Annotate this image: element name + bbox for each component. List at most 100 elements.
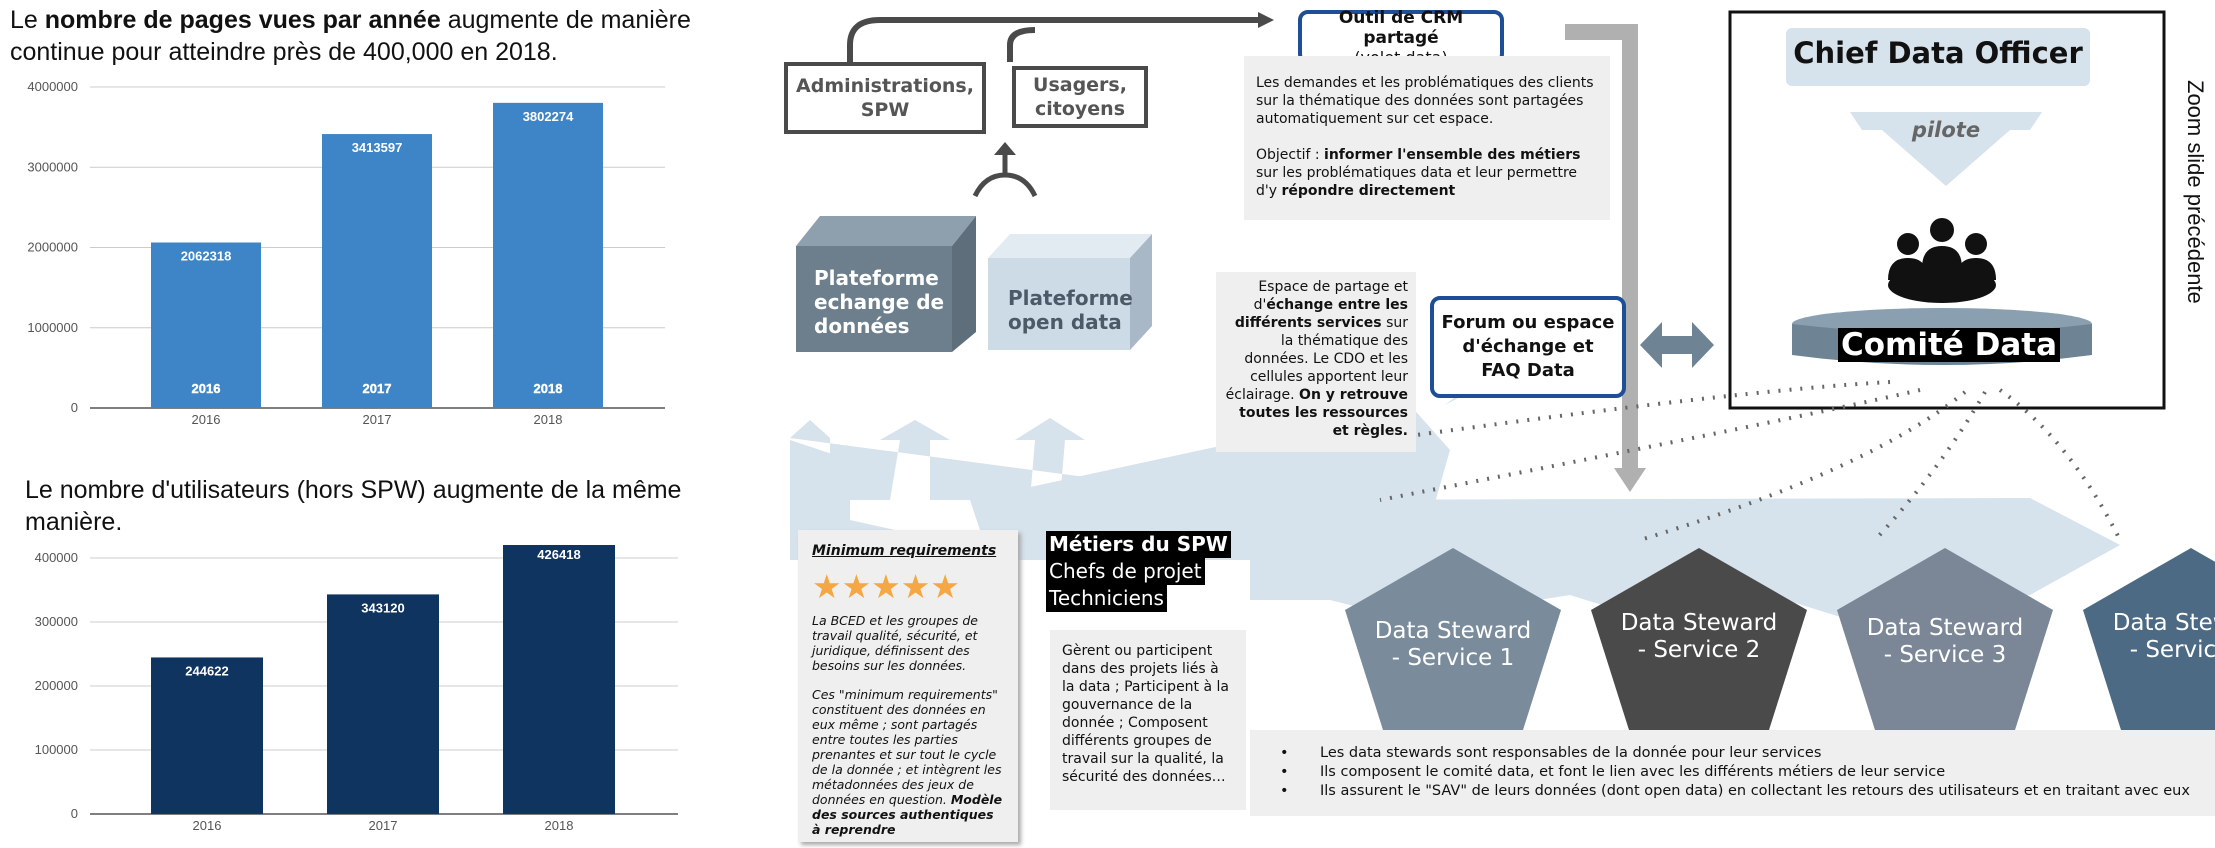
diagram-background [790, 10, 2215, 730]
bullet-item: •Ils assurent le "SAV" de leurs données … [1280, 783, 2190, 799]
crm-title: Outil de CRM partagé [1338, 7, 1464, 48]
arrow-crm-to-stewards [1565, 24, 1638, 470]
steward-pentagon [2083, 548, 2215, 730]
fork-arrow [972, 172, 1038, 198]
bullet-text-1: Les data stewards sont responsables de l… [1320, 745, 1822, 761]
crm-desc-text: Les demandes et les problématiques des c… [1256, 75, 1594, 127]
bar [151, 242, 261, 408]
comite-label: Comité Data [1838, 328, 2061, 362]
steward-pentagon [1591, 548, 1807, 730]
bar-value-label: 343120 [361, 600, 404, 615]
title-suffix: augmente de manière continue pour attein… [10, 6, 691, 66]
bullet-item: •Les data stewards sont responsables de … [1280, 745, 1822, 761]
bullet-item: •Ils composent le comité data, et font l… [1280, 764, 1946, 780]
forum-desc-bold1: échange entre les différents services [1234, 297, 1408, 331]
pageviews-bar-chart: 0 1000000 2000000 3000000 4000000 2062318 2016… [27, 79, 665, 427]
bar-value-label: 3802274 [523, 109, 574, 124]
x-tick-label: 2016 [193, 818, 222, 833]
y-tick-label: 1000000 [27, 320, 78, 335]
minreq-p2-text: Ces "minimum requirements" constituent d… [812, 687, 1002, 807]
steward-pentagon [1345, 548, 1561, 730]
metiers-line1: Métiers du SPW [1046, 531, 1231, 558]
fork-arrow-head [994, 142, 1016, 155]
bar-inner-label: 2016 [192, 381, 221, 396]
x-tick-label: 2018 [534, 412, 563, 427]
pilote-arrow [1850, 112, 2042, 186]
y-tick-label: 0 [71, 400, 78, 415]
steward-pentagons [1345, 548, 2215, 730]
x-tick-label: 2017 [369, 818, 398, 833]
minreq-card: Minimum requirements ★★★★★ La BCED et le… [798, 530, 1018, 842]
metiers-line2: Chefs de projet [1046, 558, 1205, 585]
forum-desc-bold2: On y retrouve toutes les ressources et r… [1239, 387, 1408, 439]
arrow-usagers [1007, 27, 1036, 62]
forum-desc-mid: sur la thématique des données. Le CDO et… [1225, 315, 1408, 403]
plateforme-echange-label: Plateforme echange de données [814, 266, 945, 338]
forum-desc-prefix: Espace de partage et d' [1253, 279, 1408, 313]
bar [493, 102, 603, 409]
forum-description: Espace de partage et d'échange entre les… [1216, 272, 1416, 452]
y-tick-label: 3000000 [27, 159, 78, 174]
bar [327, 594, 439, 814]
meeting-icon [1888, 218, 1996, 303]
steward-label-3: Data Steward - Service 3 [1866, 615, 2024, 668]
cdo-frame [1728, 10, 2166, 410]
bar-inner-label: 2017 [363, 381, 392, 396]
obj-prefix: Objectif : [1256, 147, 1325, 163]
y-tick-label: 0 [71, 806, 78, 821]
bar-value-label: 3413597 [352, 140, 403, 155]
steward-label-2: Data Steward - Service 2 [1620, 610, 1778, 663]
y-tick-label: 100000 [35, 742, 78, 757]
forum-box: Forum ou espace d'échange et FAQ Data [1430, 296, 1626, 398]
y-tick-label: 400000 [35, 550, 78, 565]
crm-objectif: Objectif : informer l'ensemble des métie… [1256, 146, 1598, 200]
rating-stars-icon: ★★★★★ [812, 567, 960, 606]
x-tick-label: 2018 [545, 818, 574, 833]
charts-panel: Le nombre de pages vues par année augmen… [0, 0, 790, 848]
crm-description: Les demandes et les problématiques des c… [1244, 56, 1610, 220]
y-tick-label: 300000 [35, 614, 78, 629]
title-prefix: Le [10, 6, 45, 34]
bar-value-label: 244622 [185, 663, 228, 678]
cube-echange [796, 216, 976, 352]
obj-bold2: répondre directement [1281, 183, 1456, 199]
y-tick-label: 4000000 [27, 79, 78, 94]
bar-inner-label: 2018 [534, 381, 563, 396]
bar [503, 545, 615, 814]
obj-mid: sur les problématiques data et leur perm… [1256, 165, 1578, 199]
arrow-head [1258, 12, 1274, 28]
steward-label-4: Data Steward - Service 4 [2112, 610, 2215, 663]
cdo-title-bg [1786, 28, 2090, 86]
bar [151, 657, 263, 814]
metiers-labels: Métiers du SPW Chefs de projet Technicie… [1046, 531, 1231, 612]
users-chart-title: Le nombre d'utilisateurs (hors SPW) augm… [25, 476, 682, 536]
title-bold: nombre de pages vues par année [44, 6, 441, 34]
double-arrow-forum-comite [1640, 322, 1714, 368]
arrow-crm-head [1614, 468, 1646, 492]
cdo-title: Chief Data Officer [1793, 36, 2083, 70]
steward-pentagon [1837, 548, 2053, 730]
bar-value-label: 426418 [537, 547, 580, 562]
arrow-admin-to-crm [847, 17, 1260, 62]
governance-diagram: Administrations, SPW Usagers, citoyens P… [784, 0, 2215, 848]
minreq-p2-bold: Modèle des sources authentiques à repren… [812, 792, 1003, 837]
usagers-box: Usagers, citoyens [1012, 66, 1148, 128]
x-tick-label: 2016 [192, 412, 221, 427]
steward-bullets: •Les data stewards sont responsables de … [1250, 730, 2215, 816]
y-tick-label: 2000000 [27, 240, 78, 255]
cube-opendata [988, 234, 1152, 350]
y-tick-label: 200000 [35, 678, 78, 693]
bar-value-label: 2062318 [181, 248, 232, 263]
bar [322, 134, 432, 408]
metiers-line3: Techniciens [1046, 585, 1167, 612]
minreq-p2: Ces "minimum requirements" constituent d… [812, 687, 1004, 837]
pageviews-chart-title: Le nombre de pages vues par année augmen… [10, 4, 710, 68]
obj-bold1: informer l'ensemble des métiers [1324, 147, 1581, 163]
minreq-title: Minimum requirements [812, 543, 997, 559]
pilote-label: pilote [1911, 118, 1981, 142]
users-bar-chart: 0 100000 200000 300000 400000 244622 2016 34312… [35, 545, 678, 833]
x-tick-label: 2017 [363, 412, 392, 427]
dotted-links [1379, 380, 2122, 542]
steward-label-1: Data Steward - Service 1 [1374, 618, 1532, 671]
bullet-text-3: Ils assurent le "SAV" de leurs données (… [1320, 783, 2190, 799]
